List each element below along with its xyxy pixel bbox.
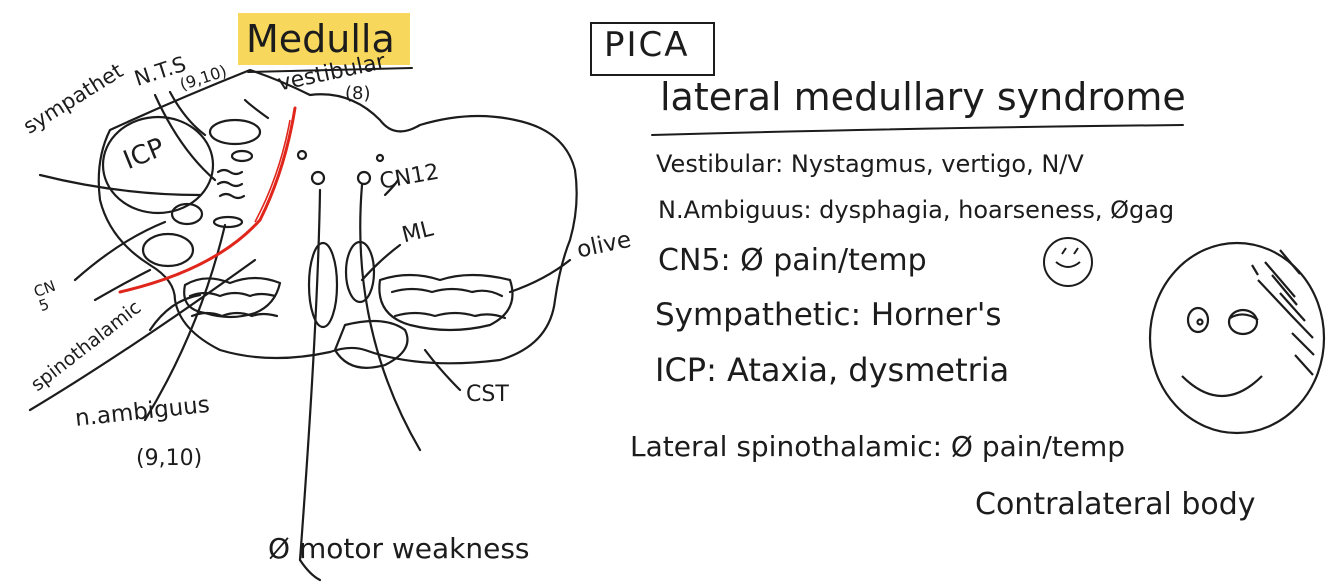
finding-n-ambiguus: N.Ambiguus: dysphagia, hoarseness, Øgag [658,196,1175,224]
vestibular-nucleus [208,118,262,146]
big-face-icon [1148,241,1326,435]
label-cst: CST [466,382,509,407]
cst-outline [333,319,409,369]
cn5-nucleus [170,202,204,226]
syndrome-title: lateral medullary syndrome [660,75,1186,119]
finding-cn5: CN5: Ø pain/temp [658,243,927,278]
label-vestibular-cn: (8) [345,83,371,104]
title-highlight [238,13,410,65]
finding-contralateral: Contralateral body [975,487,1256,522]
n-ambiguus-nucleus [212,215,244,229]
pica-box [590,22,715,76]
label-n-ambiguus-cn: (9,10) [136,446,203,471]
small-face-icon [1043,237,1093,287]
pica-label: PICA [604,25,690,65]
ml-left [307,241,339,329]
bottom-note: Ø motor weakness [268,532,530,565]
lesion-line [118,106,297,294]
icp-region [101,115,215,215]
nts-squiggles [216,168,246,200]
finding-vestibular: Vestibular: Nystagmus, vertigo, N/V [656,150,1084,178]
finding-sympathetic: Sympathetic: Horner's [655,297,1002,333]
medulla-outline [97,68,578,365]
finding-icp: ICP: Ataxia, dysmetria [655,351,1010,389]
olive-right [378,273,514,332]
cn5-tract [141,232,195,268]
page-title: Medulla [246,17,395,61]
finding-spinothalamic: Lateral spinothalamic: Ø pain/temp [630,430,1126,463]
nts-small [230,149,254,163]
